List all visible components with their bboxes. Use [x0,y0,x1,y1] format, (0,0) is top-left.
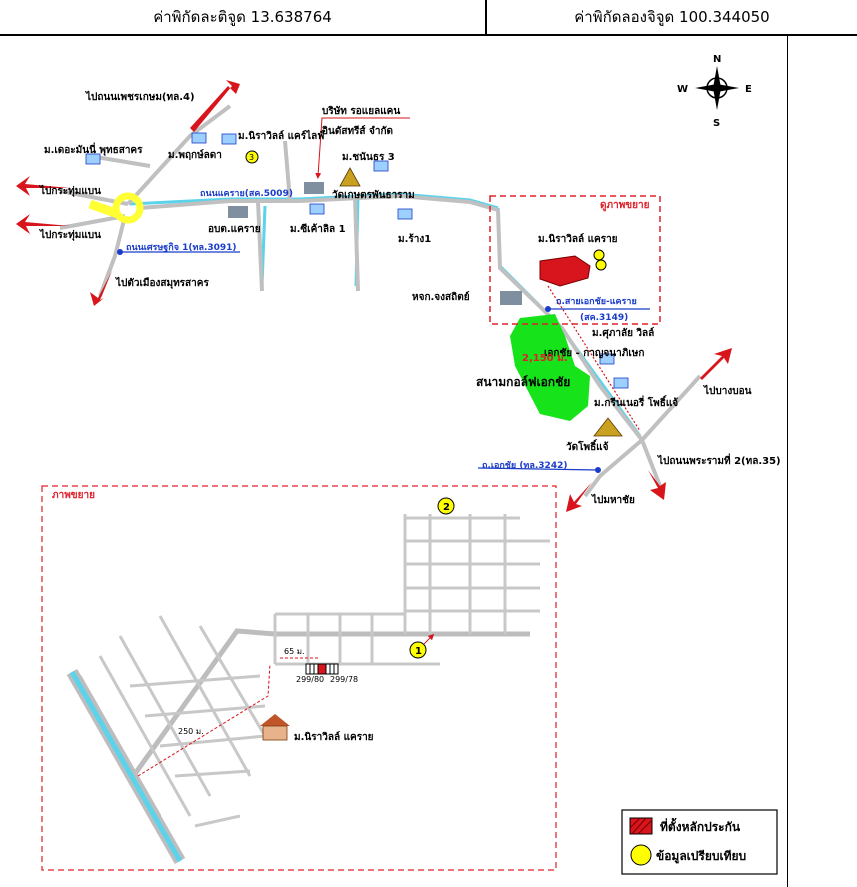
direction-arrows [16,80,732,512]
compass-s: S [713,118,720,129]
label-suphalai: ม.ศุภาลัย วิลล์ [592,327,654,339]
inset-plots [305,663,339,675]
inset-dist-250-line [137,663,271,777]
label-the-money: ม.เดอะมันนี่ พุทธสาคร [44,142,143,156]
compass-n: N [713,54,721,65]
legend-site-label: ที่ตั้งหลักประกัน [660,817,741,834]
label-to-krathum-2: ไปกระทุ่มแบน [39,228,101,241]
label-to-bangbon: ไปบางบอน [703,384,752,397]
label-pruksa: ม.พฤกษ์ลดา [168,149,222,161]
temple-icons [339,167,623,437]
inset-marker-2-label: 2 [443,502,450,513]
label-to-phetkasem: ไปถนนเพชรเกษม(ทล.4) [85,90,195,103]
collateral-site-marker [539,255,591,287]
label-to-krathum-1: ไปกระทุ่มแบน [39,184,101,197]
label-company: บริษัท รอแยลแคน [322,105,400,117]
location-map: 3 N S E W ไปถนนเพชรเกษม(ทล.4) บริษัท รอแ… [16,54,781,875]
label-golf: สนามกอล์ฟเอกชัย [476,375,570,389]
legend-compare-label: ข้อมูลเปรียบเทียบ [656,849,746,864]
zoom-area-box [489,195,661,325]
label-nirawin-kaerai-inset: ม.นิราวิลล์ แคราย [294,731,374,743]
label-dist-250: 250 ม. [178,727,204,736]
label-road-ekachai-kaerai: ถ.สายเอกชัย-แคราย [556,296,637,307]
comparison-markers: 3 [245,150,607,271]
label-wat-kaset: วัดเกษตรพันธาราม [332,189,415,201]
frame-right-border [787,36,788,887]
label-chanan: ม.ชนันธร 3 [342,151,395,163]
label-hjk: หจก.จงสถิตย์ [412,291,470,303]
inset-marker-1-label: 1 [415,646,422,657]
building-icons [228,182,522,305]
label-plot-1: 299/80 [296,675,324,684]
label-dist-2150: 2,150 ม. [522,353,568,364]
marker-3-label: 3 [249,153,254,162]
inset-marker-1 [409,641,427,659]
label-to-mahachai: ไปมหาชัย [591,493,635,506]
legend-compare-swatch [630,844,652,866]
legend: ที่ตั้งหลักประกัน ข้อมูลเปรียบเทียบ [621,809,778,875]
label-ekachai-kanchana: เอกชัย - กาญจนาภิเษก [544,347,644,359]
coordinate-header: ค่าพิกัดละติจูด 13.638764 ค่าพิกัดลองจิจ… [0,0,857,36]
label-zoom-title: ภาพขยาย [52,490,95,501]
company-leader [315,117,410,179]
label-green: ม.กรีนเนอรี่ โพธิ์แจ้ [594,395,678,409]
compass-icon: N S E W [677,54,752,129]
golf-course-area [510,314,590,421]
inset-canal-water [69,670,183,863]
compass-w: W [677,84,688,95]
label-road-ekachai: ถ.เอกชัย (ทล.3242) [482,460,567,471]
label-ck: ม.ซีเค้าลิล 1 [290,223,346,235]
road-label-dots [117,249,601,473]
label-road-ekachai-kaerai-code: (สค.3149) [580,313,628,323]
interchange [88,192,144,224]
longitude-cell: ค่าพิกัดลองจิจูด 100.344050 [574,8,770,26]
label-to-rama2: ไปถนนพระรามที่ 2(ทล.35) [657,453,781,467]
latitude-cell: ค่าพิกัดละติจูด 13.638764 [0,0,487,34]
village-icons [85,132,629,389]
label-srang: ม.ร้าง1 [398,233,431,245]
label-wat-pho: วัดโพธิ์แจ้ [566,439,609,453]
label-nirawin-kaerai: ม.นิราวิลล์ แคราย [538,233,618,245]
label-to-samutsakhon: ไปตัวเมืองสมุทรสาคร [115,276,209,289]
label-dist-65: 65 ม. [284,647,305,656]
house-icon [260,714,290,741]
inset-roads [78,514,550,828]
label-nirawin-carelife: ม.นิราวิลล์ แคร์ไลฟ์ [238,129,324,142]
distance-line-2150 [547,285,641,432]
label-road-kaerai: ถนนแคราย(สค.5009) [200,189,293,199]
road-label-leaders [120,251,650,471]
inset-marker-2 [437,497,455,515]
zoom-inset-frame [41,485,557,871]
label-obt: อบต.แคราย [208,224,261,235]
label-company-2: อินดัสทรีส์ จำกัด [322,125,393,137]
label-zoom-box: ดูภาพขยาย [600,200,650,212]
inset-marker-1-arrow [423,633,435,645]
compass-e: E [745,84,752,95]
label-road-setthakit: ถนนเศรษฐกิจ 1(ทล.3091) [126,242,237,253]
main-roads [59,104,702,498]
label-plot-2: 299/78 [330,675,358,684]
